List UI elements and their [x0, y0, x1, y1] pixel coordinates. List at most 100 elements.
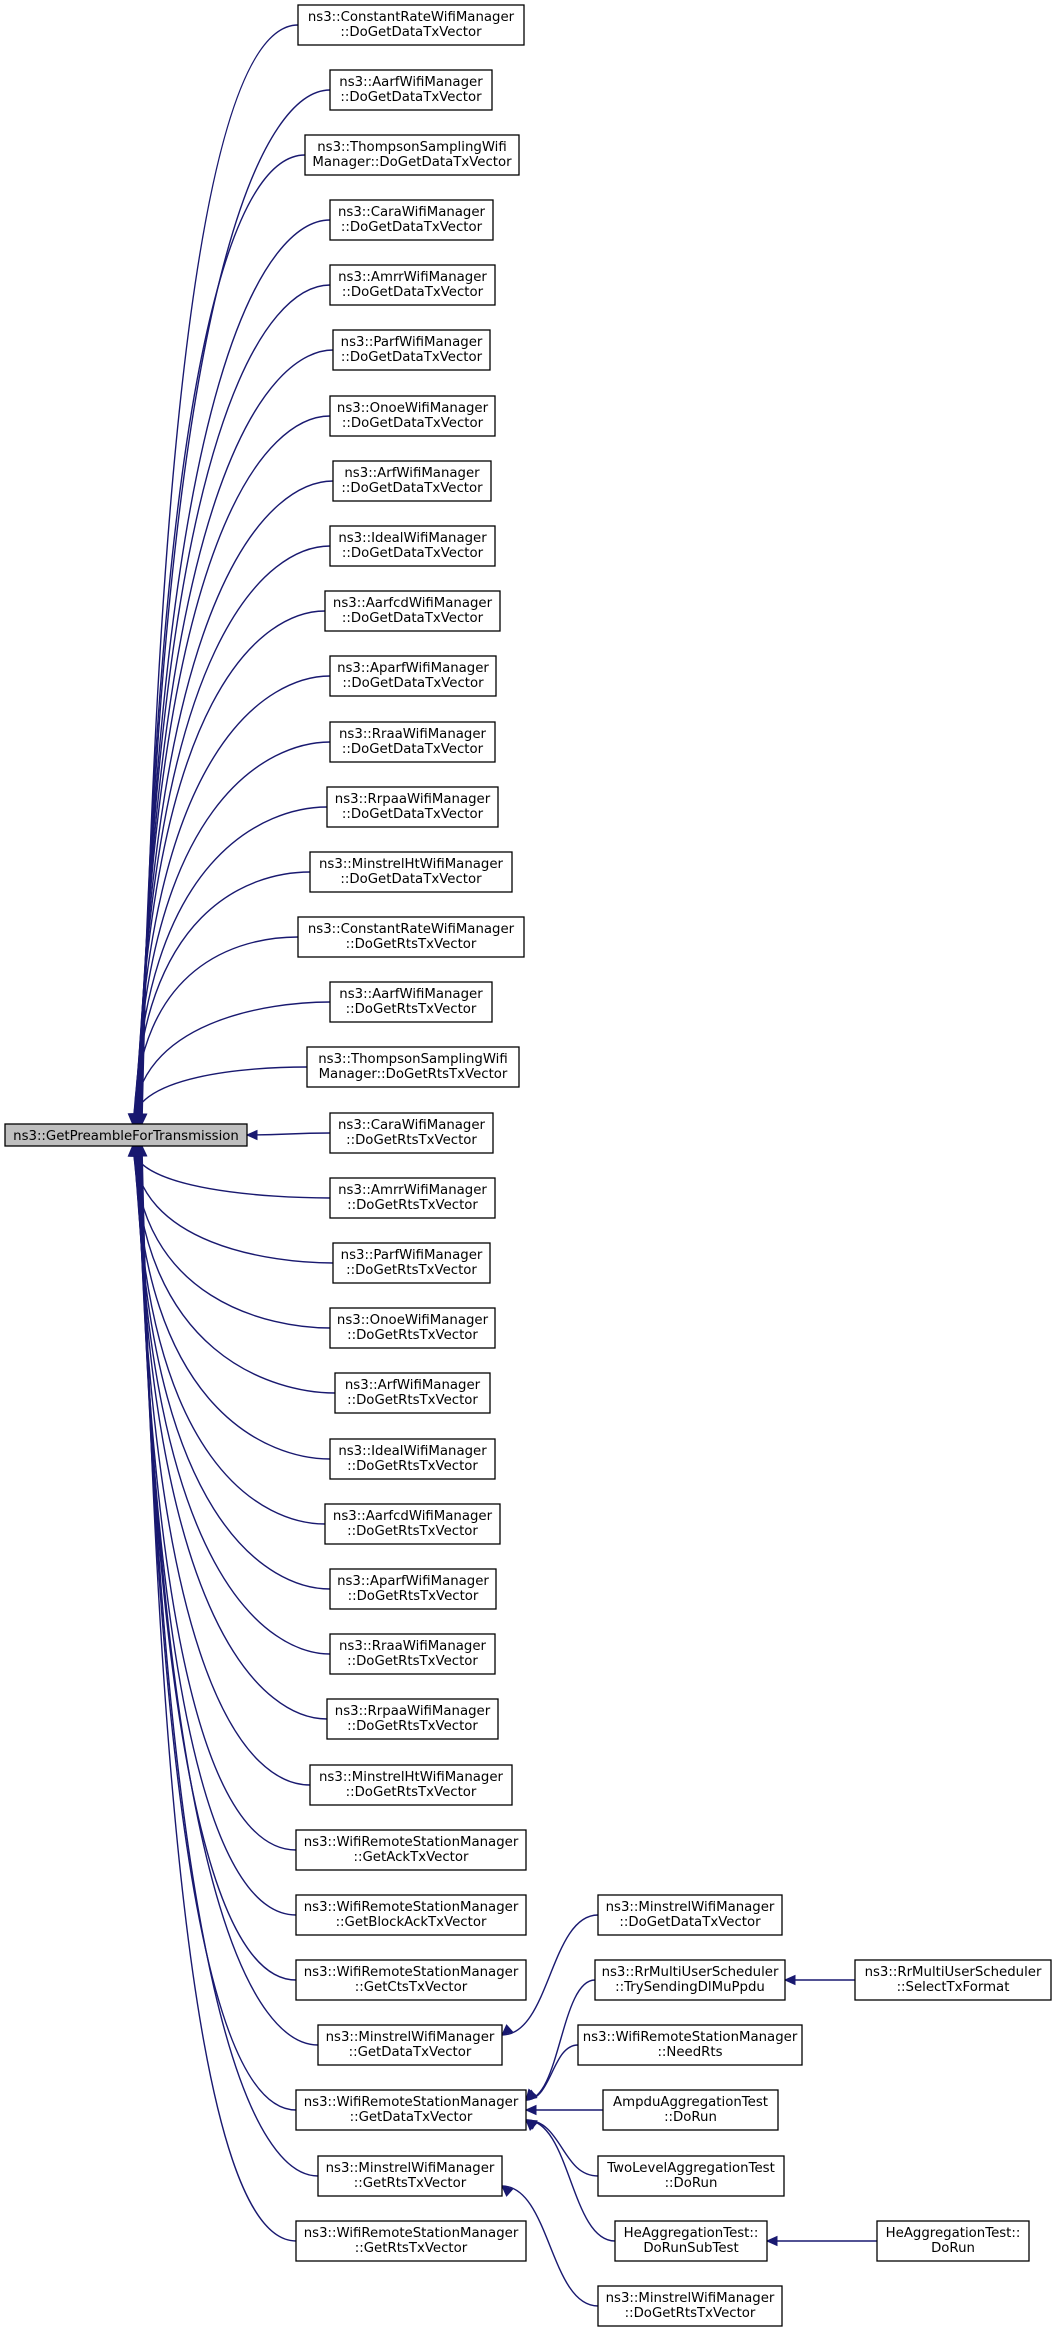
- function-node-d4[interactable]: AmpduAggregationTest::DoRun: [602, 2089, 779, 2131]
- function-node-c11[interactable]: ns3::AparfWifiManager::DoGetDataTxVector: [329, 655, 497, 697]
- function-node-c26[interactable]: ns3::RraaWifiManager::DoGetRtsTxVector: [329, 1633, 496, 1675]
- function-node-root[interactable]: ns3::GetPreambleForTransmission: [4, 1123, 248, 1147]
- function-node-c33[interactable]: ns3::WifiRemoteStationManager::GetDataTx…: [295, 2089, 527, 2131]
- node-box: [295, 2089, 527, 2131]
- call-edge: [245, 1129, 331, 1141]
- function-node-c20[interactable]: ns3::ParfWifiManager::DoGetRtsTxVector: [332, 1242, 491, 1284]
- function-node-c5[interactable]: ns3::AmrrWifiManager::DoGetDataTxVector: [329, 264, 496, 306]
- call-edge: [501, 2185, 599, 2307]
- node-box: [332, 1242, 491, 1284]
- node-box: [329, 395, 496, 437]
- function-node-c27[interactable]: ns3::RrpaaWifiManager::DoGetRtsTxVector: [326, 1698, 499, 1740]
- node-label-line: ns3::AparfWifiManager: [337, 661, 489, 676]
- node-box: [329, 1307, 496, 1349]
- function-node-c12[interactable]: ns3::RraaWifiManager::DoGetDataTxVector: [329, 721, 496, 763]
- node-label-line: ::DoGetDataTxVector: [341, 481, 483, 496]
- function-node-c32[interactable]: ns3::MinstrelWifiManager::GetDataTxVecto…: [317, 2024, 503, 2066]
- node-label-line: ns3::RrMultiUserScheduler: [602, 1965, 779, 1980]
- node-label-line: ::DoGetDataTxVector: [342, 611, 484, 626]
- call-edge: [501, 1914, 599, 2036]
- node-label-line: ns3::ConstantRateWifiManager: [308, 922, 515, 937]
- function-node-d1[interactable]: ns3::MinstrelWifiManager::DoGetDataTxVec…: [597, 1894, 783, 1936]
- function-node-c35[interactable]: ns3::WifiRemoteStationManager::GetRtsTxV…: [295, 2220, 527, 2262]
- function-node-e2[interactable]: HeAggregationTest::DoRun: [876, 2220, 1030, 2262]
- node-box: [329, 264, 496, 306]
- node-label-line: Manager::DoGetDataTxVector: [312, 155, 512, 170]
- function-node-c22[interactable]: ns3::ArfWifiManager::DoGetRtsTxVector: [334, 1372, 491, 1414]
- node-label-line: ns3::ParfWifiManager: [341, 1248, 483, 1263]
- node-box: [4, 1123, 248, 1147]
- function-node-d6[interactable]: HeAggregationTest::DoRunSubTest: [614, 2220, 768, 2262]
- node-box: [297, 4, 525, 46]
- function-node-c29[interactable]: ns3::WifiRemoteStationManager::GetAckTxV…: [295, 1829, 527, 1871]
- function-node-c4[interactable]: ns3::CaraWifiManager::DoGetDataTxVector: [329, 199, 494, 241]
- node-label-line: ns3::MinstrelWifiManager: [606, 1900, 775, 1915]
- function-node-c25[interactable]: ns3::AparfWifiManager::DoGetRtsTxVector: [329, 1568, 497, 1610]
- function-node-c30[interactable]: ns3::WifiRemoteStationManager::GetBlockA…: [295, 1894, 527, 1936]
- node-label-line: ns3::AarfcdWifiManager: [333, 596, 493, 611]
- function-node-c14[interactable]: ns3::MinstrelHtWifiManager::DoGetDataTxV…: [309, 851, 513, 893]
- function-node-c28[interactable]: ns3::MinstrelHtWifiManager::DoGetRtsTxVe…: [309, 1764, 513, 1806]
- function-node-c1[interactable]: ns3::ConstantRateWifiManager::DoGetDataT…: [297, 4, 525, 46]
- node-box: [306, 1046, 520, 1088]
- function-node-d2[interactable]: ns3::RrMultiUserScheduler::TrySendingDlM…: [594, 1959, 786, 2001]
- edge-line: [134, 1145, 331, 1460]
- node-label-line: ::DoGetRtsTxVector: [625, 2306, 756, 2321]
- edge-line: [140, 1145, 319, 2177]
- node-label-line: ns3::ArfWifiManager: [344, 466, 480, 481]
- function-node-c34[interactable]: ns3::MinstrelWifiManager::GetRtsTxVector: [317, 2155, 503, 2197]
- function-node-c2[interactable]: ns3::AarfWifiManager::DoGetDataTxVector: [329, 69, 493, 111]
- function-node-c19[interactable]: ns3::AmrrWifiManager::DoGetRtsTxVector: [329, 1177, 496, 1219]
- call-edge: [128, 1144, 334, 1264]
- function-node-c31[interactable]: ns3::WifiRemoteStationManager::GetCtsTxV…: [295, 1959, 527, 2001]
- edge-line: [133, 871, 311, 1125]
- function-node-c18[interactable]: ns3::CaraWifiManager::DoGetRtsTxVector: [329, 1112, 494, 1154]
- function-node-c10[interactable]: ns3::AarfcdWifiManager::DoGetDataTxVecto…: [324, 590, 501, 632]
- function-node-c13[interactable]: ns3::RrpaaWifiManager::DoGetDataTxVector: [326, 786, 499, 828]
- function-node-c9[interactable]: ns3::IdealWifiManager::DoGetDataTxVector: [329, 525, 496, 567]
- edge-line: [137, 1145, 297, 1851]
- node-box: [334, 1372, 491, 1414]
- node-label-line: ::DoGetDataTxVector: [340, 872, 482, 887]
- node-label-line: ns3::RrpaaWifiManager: [335, 1704, 491, 1719]
- node-box: [309, 1764, 513, 1806]
- node-box: [332, 460, 492, 502]
- function-node-c3[interactable]: ns3::ThompsonSamplingWifiManager::DoGetD…: [304, 134, 520, 176]
- call-edge: [133, 415, 331, 1126]
- function-node-e1[interactable]: ns3::RrMultiUserScheduler::SelectTxForma…: [854, 1959, 1052, 2001]
- call-edge: [765, 2235, 877, 2247]
- node-label-line: ns3::AarfcdWifiManager: [333, 1509, 493, 1524]
- function-node-c21[interactable]: ns3::OnoeWifiManager::DoGetRtsTxVector: [329, 1307, 496, 1349]
- node-box: [295, 1959, 527, 2001]
- function-node-c17[interactable]: ns3::ThompsonSamplingWifiManager::DoGetR…: [306, 1046, 520, 1088]
- node-label-line: HeAggregationTest::: [624, 2226, 759, 2241]
- node-label-line: ns3::WifiRemoteStationManager: [304, 1835, 519, 1850]
- function-node-c15[interactable]: ns3::ConstantRateWifiManager::DoGetRtsTx…: [297, 916, 525, 958]
- function-node-c7[interactable]: ns3::OnoeWifiManager::DoGetDataTxVector: [329, 395, 496, 437]
- node-box: [317, 2155, 503, 2197]
- node-label-line: ns3::RrMultiUserScheduler: [865, 1965, 1042, 1980]
- call-edge: [136, 1144, 297, 2242]
- call-edge: [524, 2104, 603, 2116]
- node-box: [329, 1112, 494, 1154]
- edge-arrowhead: [765, 2235, 778, 2247]
- node-box: [597, 2155, 785, 2197]
- node-box: [295, 2220, 527, 2262]
- function-node-c24[interactable]: ns3::AarfcdWifiManager::DoGetRtsTxVector: [324, 1503, 501, 1545]
- edge-arrowhead: [524, 2104, 537, 2116]
- call-edge: [129, 1144, 331, 1460]
- node-label-line: ::GetDataTxVector: [350, 2110, 473, 2125]
- node-label-line: ns3::RraaWifiManager: [339, 1639, 487, 1654]
- call-edge: [127, 1066, 308, 1126]
- function-node-c8[interactable]: ns3::ArfWifiManager::DoGetDataTxVector: [332, 460, 492, 502]
- function-node-c6[interactable]: ns3::ParfWifiManager::DoGetDataTxVector: [332, 329, 491, 371]
- node-label-line: ::NeedRts: [657, 2045, 722, 2060]
- node-label-line: ns3::WifiRemoteStationManager: [304, 1965, 519, 1980]
- function-node-d7[interactable]: ns3::MinstrelWifiManager::DoGetRtsTxVect…: [597, 2285, 783, 2327]
- function-node-c23[interactable]: ns3::IdealWifiManager::DoGetRtsTxVector: [329, 1438, 496, 1480]
- function-node-d5[interactable]: TwoLevelAggregationTest::DoRun: [597, 2155, 785, 2197]
- node-label-line: ::GetBlockAckTxVector: [336, 1915, 487, 1930]
- node-box: [329, 199, 494, 241]
- function-node-c16[interactable]: ns3::AarfWifiManager::DoGetRtsTxVector: [329, 981, 493, 1023]
- function-node-d3[interactable]: ns3::WifiRemoteStationManager::NeedRts: [577, 2024, 803, 2066]
